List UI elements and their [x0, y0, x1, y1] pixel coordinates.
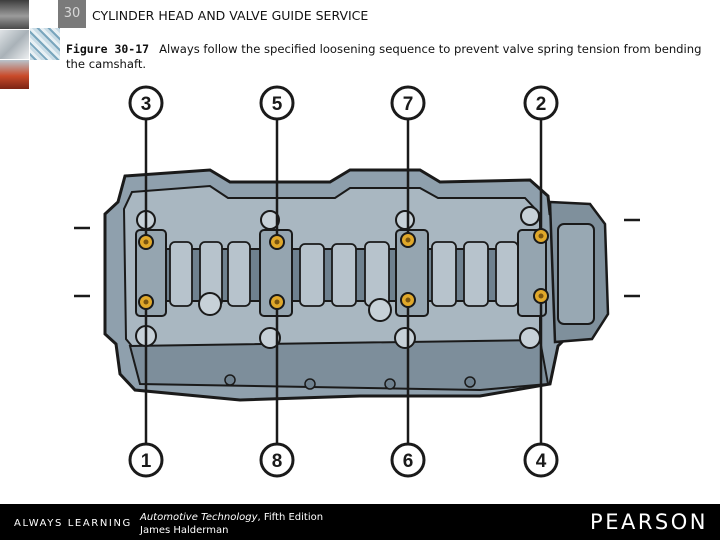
publisher-logo: PEARSON — [590, 510, 708, 534]
sequence-marker-6: 6 — [390, 442, 426, 478]
sequence-marker-4: 4 — [523, 442, 559, 478]
cylinder-head-figure: 3 5 7 2 1 8 6 4 — [74, 85, 640, 478]
sequence-marker-3: 3 — [128, 85, 164, 121]
chapter-title: CYLINDER HEAD AND VALVE GUIDE SERVICE — [92, 8, 369, 23]
slide-thumbnails — [0, 0, 29, 90]
book-title: Automotive Technology — [140, 512, 258, 523]
sequence-number: 5 — [272, 94, 283, 115]
sequence-number: 6 — [403, 451, 414, 472]
decorative-pattern — [30, 28, 60, 60]
sequence-marker-1: 1 — [128, 442, 164, 478]
thumbnail-car-dark — [0, 0, 29, 29]
sequence-number: 1 — [141, 451, 152, 472]
sequence-number: 7 — [403, 94, 414, 115]
thumbnail-car-red — [0, 60, 29, 89]
book-edition: , Fifth Edition — [257, 512, 324, 523]
leader-lines — [144, 118, 543, 444]
sequence-marker-5: 5 — [259, 85, 295, 121]
footer-bar: ALWAYS LEARNING Automotive Technology, F… — [0, 504, 720, 540]
sequence-marker-8: 8 — [259, 442, 295, 478]
sequence-number: 4 — [536, 451, 547, 472]
sequence-number: 8 — [272, 451, 283, 472]
sequence-marker-7: 7 — [390, 85, 426, 121]
sequence-number: 2 — [536, 94, 547, 115]
figure-label: Figure 30-17 — [66, 42, 150, 56]
thumbnail-car-silver — [0, 30, 29, 59]
cylinder-head-casting — [103, 168, 610, 402]
sequence-number: 3 — [141, 94, 152, 115]
chapter-number: 30 — [58, 0, 86, 28]
sequence-bottom: 1 8 6 4 — [128, 442, 559, 478]
book-author: James Halderman — [140, 525, 229, 536]
book-title-line: Automotive Technology, Fifth Edition — [140, 512, 323, 523]
sequence-marker-2: 2 — [523, 85, 559, 121]
footer-tagline: ALWAYS LEARNING — [14, 518, 132, 529]
caption-text: Always follow the specified loosening se… — [66, 42, 702, 71]
sequence-top: 3 5 7 2 — [128, 85, 559, 121]
